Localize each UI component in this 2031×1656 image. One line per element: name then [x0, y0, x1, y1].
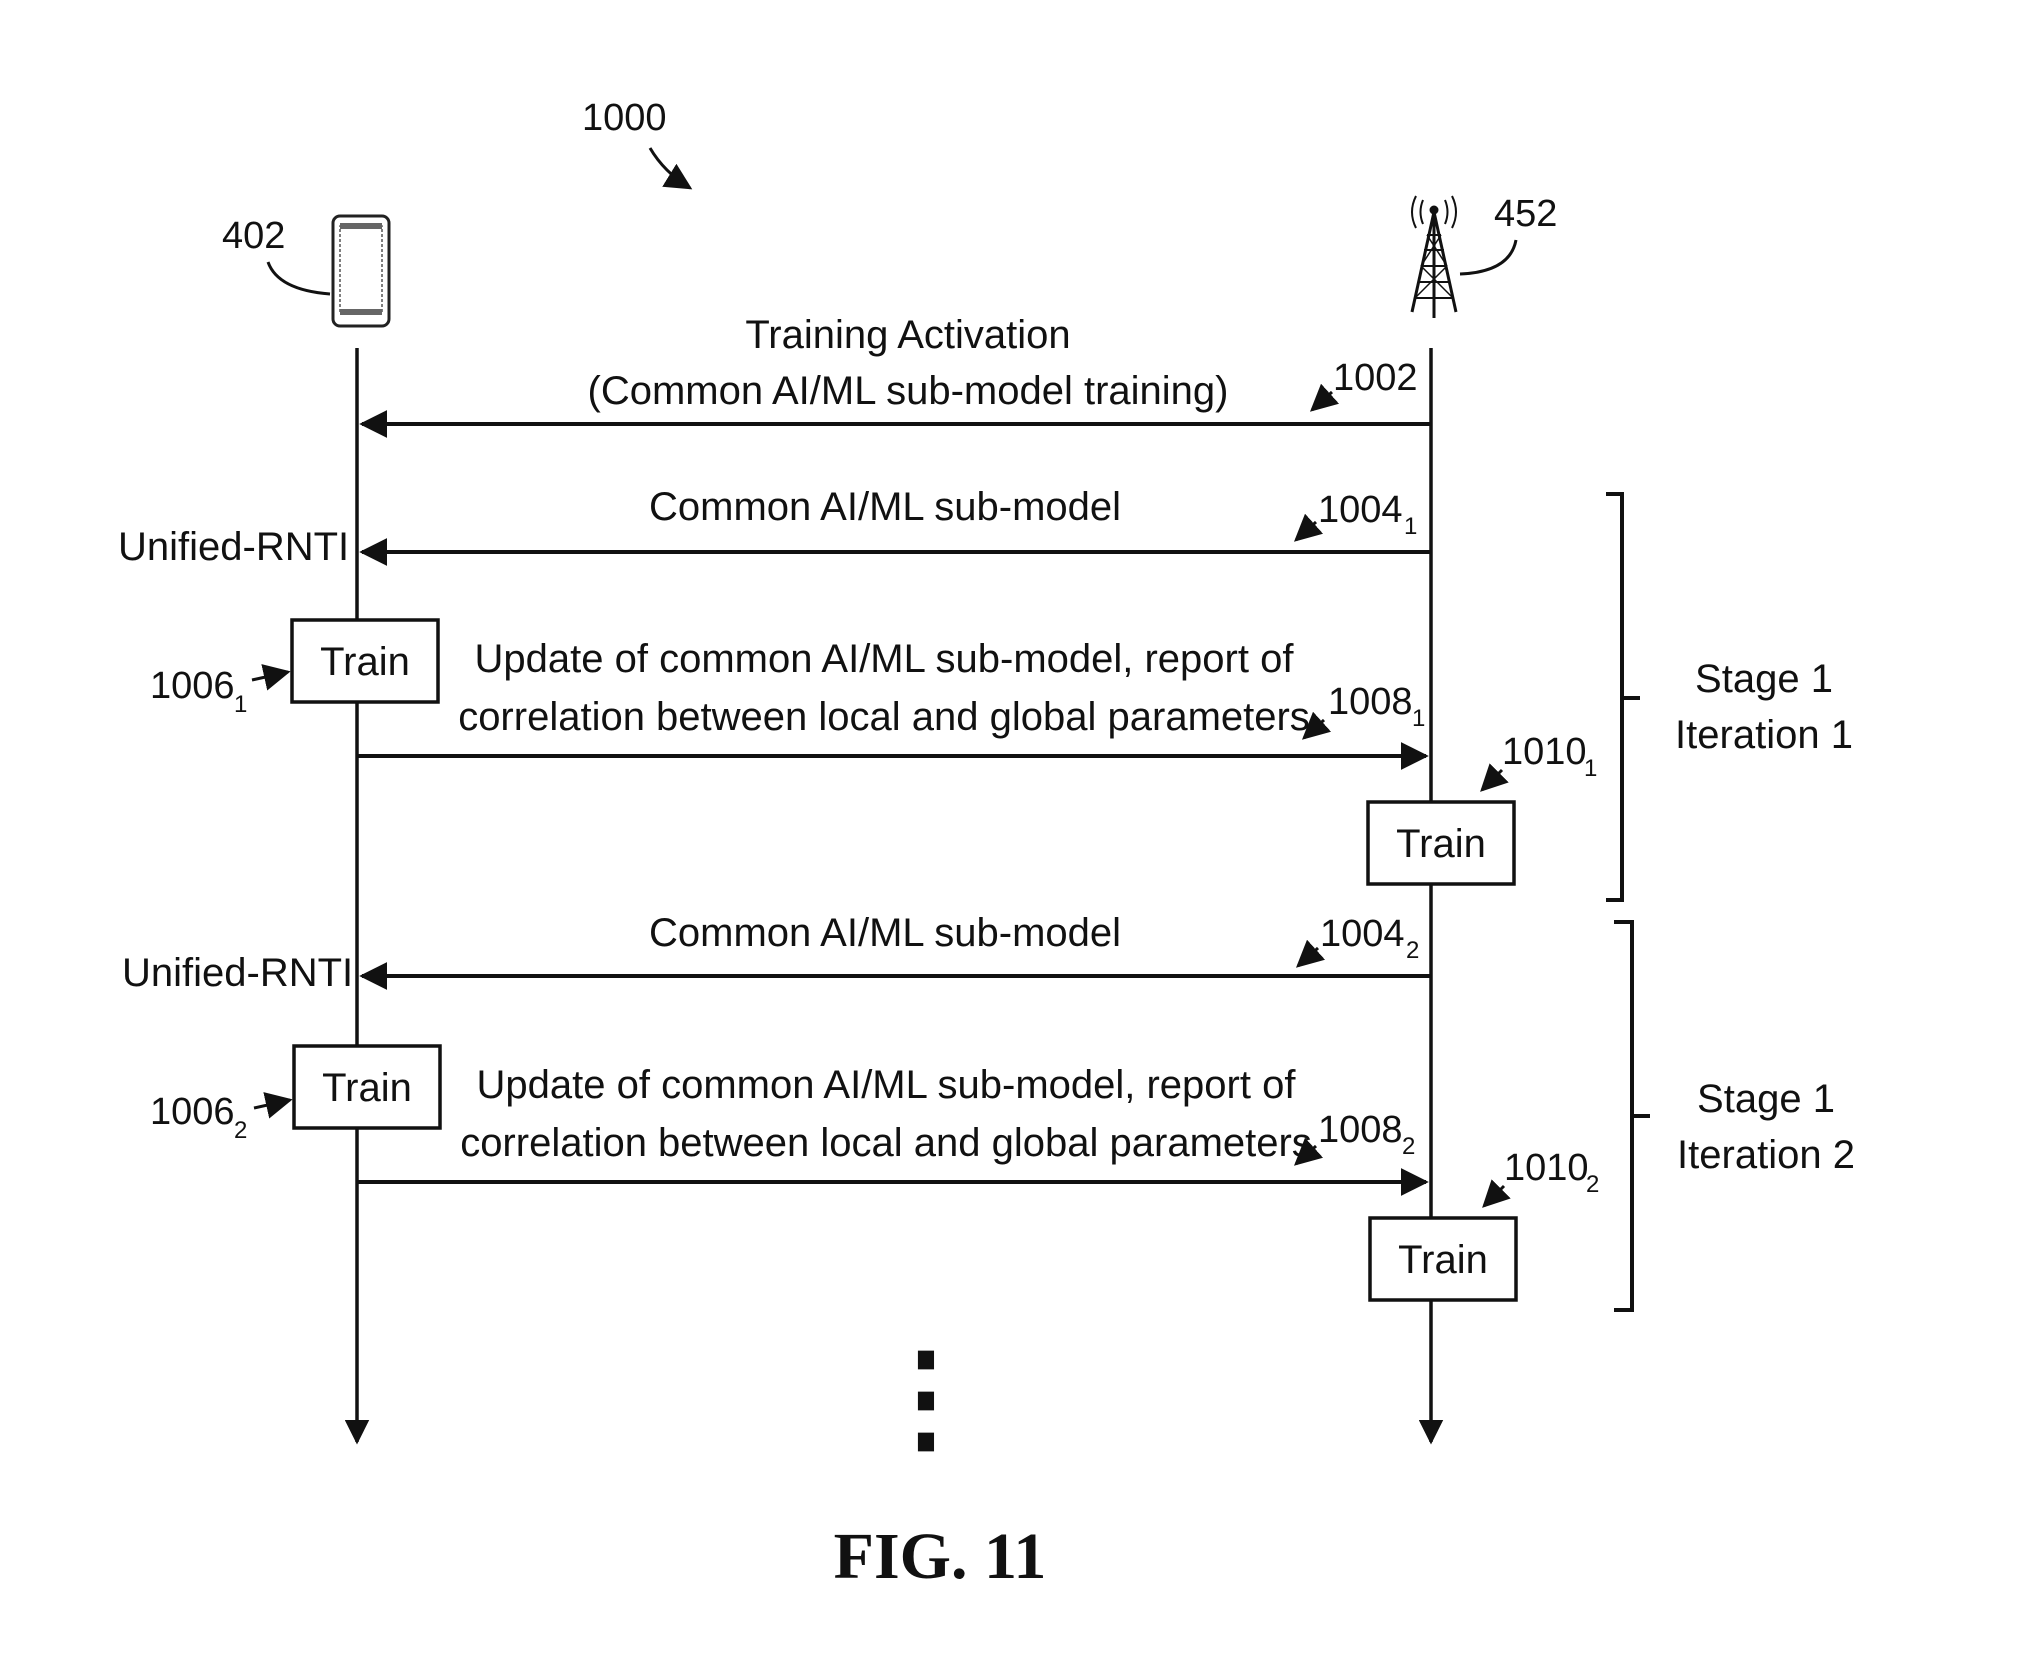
stage-1-iteration-1-line2: Iteration 1: [1675, 713, 1853, 757]
ue-train-box-1-label: Train: [320, 640, 410, 684]
bs-train-box-1: [1366, 800, 1516, 886]
update-2-line2: correlation between local and global par…: [460, 1121, 1312, 1165]
stage-1-iteration-2-line1: Stage 1: [1697, 1077, 1835, 1121]
activation-title: Training Activation: [745, 313, 1070, 357]
submodel-2-label: Common AI/ML sub-model: [649, 911, 1121, 955]
smartphone-icon: [331, 214, 391, 328]
figure-caption: FIG. 11: [834, 1520, 1047, 1593]
update-1-ref-sub: 1: [1412, 705, 1425, 732]
continuation-dots: ⋮: [866, 1330, 986, 1464]
submodel-1-ref-pointer: [1293, 513, 1324, 542]
cell-tower-icon: [1410, 195, 1458, 318]
update-2-ref-sub: 2: [1402, 1133, 1415, 1160]
figure-reference: 1000: [582, 97, 667, 139]
submodel-2-ref-sub: 2: [1406, 937, 1419, 964]
bs-train-box-1-label: Train: [1396, 822, 1486, 866]
submodel-2-ref: 1004: [1320, 913, 1405, 955]
update-1-ref: 1008: [1328, 681, 1413, 723]
ue-train-2-ref-pointer: [253, 1092, 293, 1119]
ue-train-1-ref-pointer: [251, 664, 291, 691]
submodel-1-ref: 1004: [1318, 489, 1403, 531]
bs-train-box-2-label: Train: [1398, 1238, 1488, 1282]
ue-train-1-ref-sub: 1: [234, 691, 247, 718]
bs-train-1-ref-pointer: [1480, 763, 1509, 792]
submodel-1-rnti: Unified-RNTI: [118, 525, 349, 569]
bs-train-2-ref-sub: 2: [1586, 1171, 1599, 1198]
update-1-ref-pointer: [1301, 711, 1332, 740]
bs-train-2-ref: 1010: [1504, 1147, 1589, 1189]
stage-1-iteration-1-line1: Stage 1: [1695, 657, 1833, 701]
ue-train-box-2-label: Train: [322, 1066, 412, 1110]
update-1-line1: Update of common AI/ML sub-model, report…: [475, 637, 1295, 681]
ue-train-box-2: [292, 1044, 442, 1130]
activation-subtitle: (Common AI/ML sub-model training): [588, 369, 1229, 413]
base-station-reference-leader: [1459, 239, 1518, 276]
stage-1-iteration-1-bracket: [1606, 492, 1624, 902]
submodel-1-label: Common AI/ML sub-model: [649, 485, 1121, 529]
submodel-1-ref-sub: 1: [1404, 513, 1417, 540]
activation-ref: 1002: [1333, 357, 1418, 399]
ue-reference-leader: [266, 261, 331, 296]
stage-1-iteration-2-bracket: [1614, 920, 1634, 1312]
update-2-ref-pointer: [1293, 1137, 1324, 1166]
submodel-2-rnti: Unified-RNTI: [122, 951, 353, 995]
ue-reference: 402: [222, 215, 285, 257]
activation-ref-pointer: [1309, 383, 1340, 412]
submodel-2-ref-pointer: [1295, 939, 1326, 968]
bs-train-2-ref-pointer: [1482, 1179, 1511, 1208]
update-2-line1: Update of common AI/ML sub-model, report…: [477, 1063, 1297, 1107]
stage-1-iteration-2-line2: Iteration 2: [1677, 1133, 1855, 1177]
bs-train-box-2: [1368, 1216, 1518, 1302]
update-2-ref: 1008: [1318, 1109, 1403, 1151]
bs-train-1-ref: 1010: [1502, 731, 1587, 773]
ue-train-2-ref: 1006: [150, 1091, 235, 1133]
ue-train-1-ref: 1006: [150, 665, 235, 707]
figure-reference-pointer: [648, 147, 693, 190]
ue-train-box-1: [290, 618, 440, 704]
base-station-reference: 452: [1494, 193, 1557, 235]
ue-train-2-ref-sub: 2: [234, 1117, 247, 1144]
bs-train-1-ref-sub: 1: [1584, 755, 1597, 782]
update-1-line2: correlation between local and global par…: [458, 695, 1310, 739]
